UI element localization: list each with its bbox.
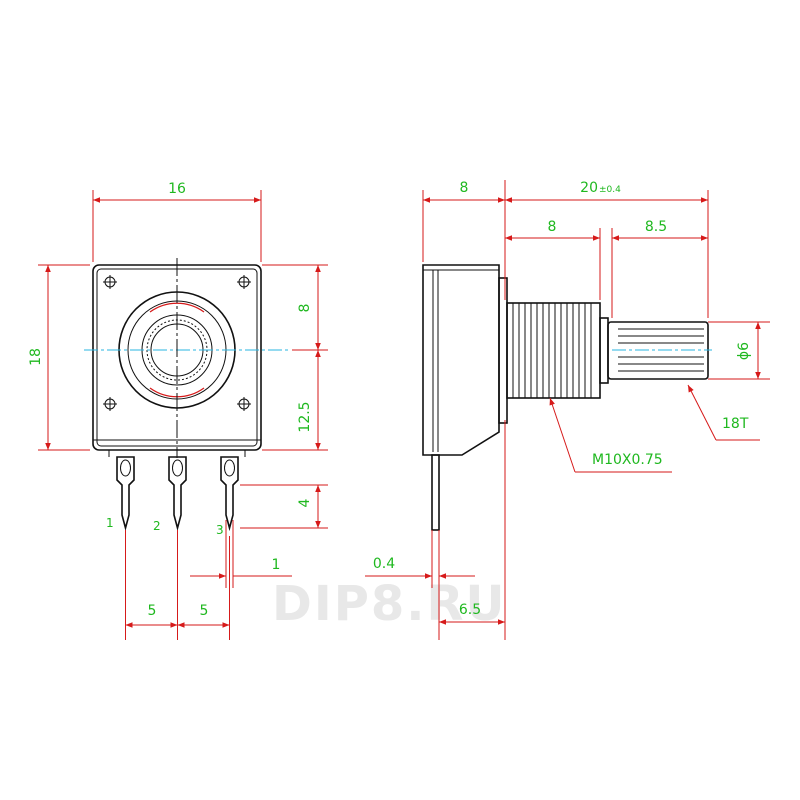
dim-pin-length: 4 <box>297 498 313 507</box>
dim-side-total-tolerance: ±0.4 <box>599 185 621 195</box>
side-body <box>422 264 500 456</box>
label-knurl: 18T <box>722 416 749 432</box>
front-dimensions: 16 18 8 12.5 4 1 5 5 <box>28 181 328 640</box>
pin-label-3: 3 <box>216 523 224 537</box>
front-pins <box>108 450 246 532</box>
front-view: 1 2 3 <box>84 258 290 537</box>
label-thread: M10X0.75 <box>592 452 663 468</box>
dim-pin-pitch-b: 5 <box>200 603 209 619</box>
side-pin <box>431 454 440 531</box>
dim-side-pin-thickness: 0.4 <box>373 556 395 572</box>
dim-side-shaft: 8.5 <box>645 219 667 235</box>
dim-shaft-diameter: ϕ6 <box>736 342 752 360</box>
mounting-holes <box>103 275 251 411</box>
dim-front-bottom: 12.5 <box>297 401 313 432</box>
dim-side-body: 8 <box>460 180 469 196</box>
side-dimensions: 8 20 ±0.4 8 8.5 ϕ6 18T M10X0.75 0.4 6.5 <box>365 180 770 640</box>
side-view <box>422 264 712 531</box>
dim-front-top: 8 <box>297 304 313 313</box>
dim-pin-pitch-a: 5 <box>148 603 157 619</box>
dim-side-thread: 8 <box>548 219 557 235</box>
dim-side-total: 20 <box>580 180 598 196</box>
dim-pin-thickness: 1 <box>272 557 281 573</box>
pin-label-1: 1 <box>106 516 114 530</box>
side-thread <box>506 302 601 399</box>
dim-front-height: 18 <box>28 348 44 366</box>
pin-label-2: 2 <box>153 519 161 533</box>
dim-front-width: 16 <box>168 181 186 197</box>
side-flange <box>498 277 508 424</box>
dim-side-pin-offset: 6.5 <box>459 602 481 618</box>
